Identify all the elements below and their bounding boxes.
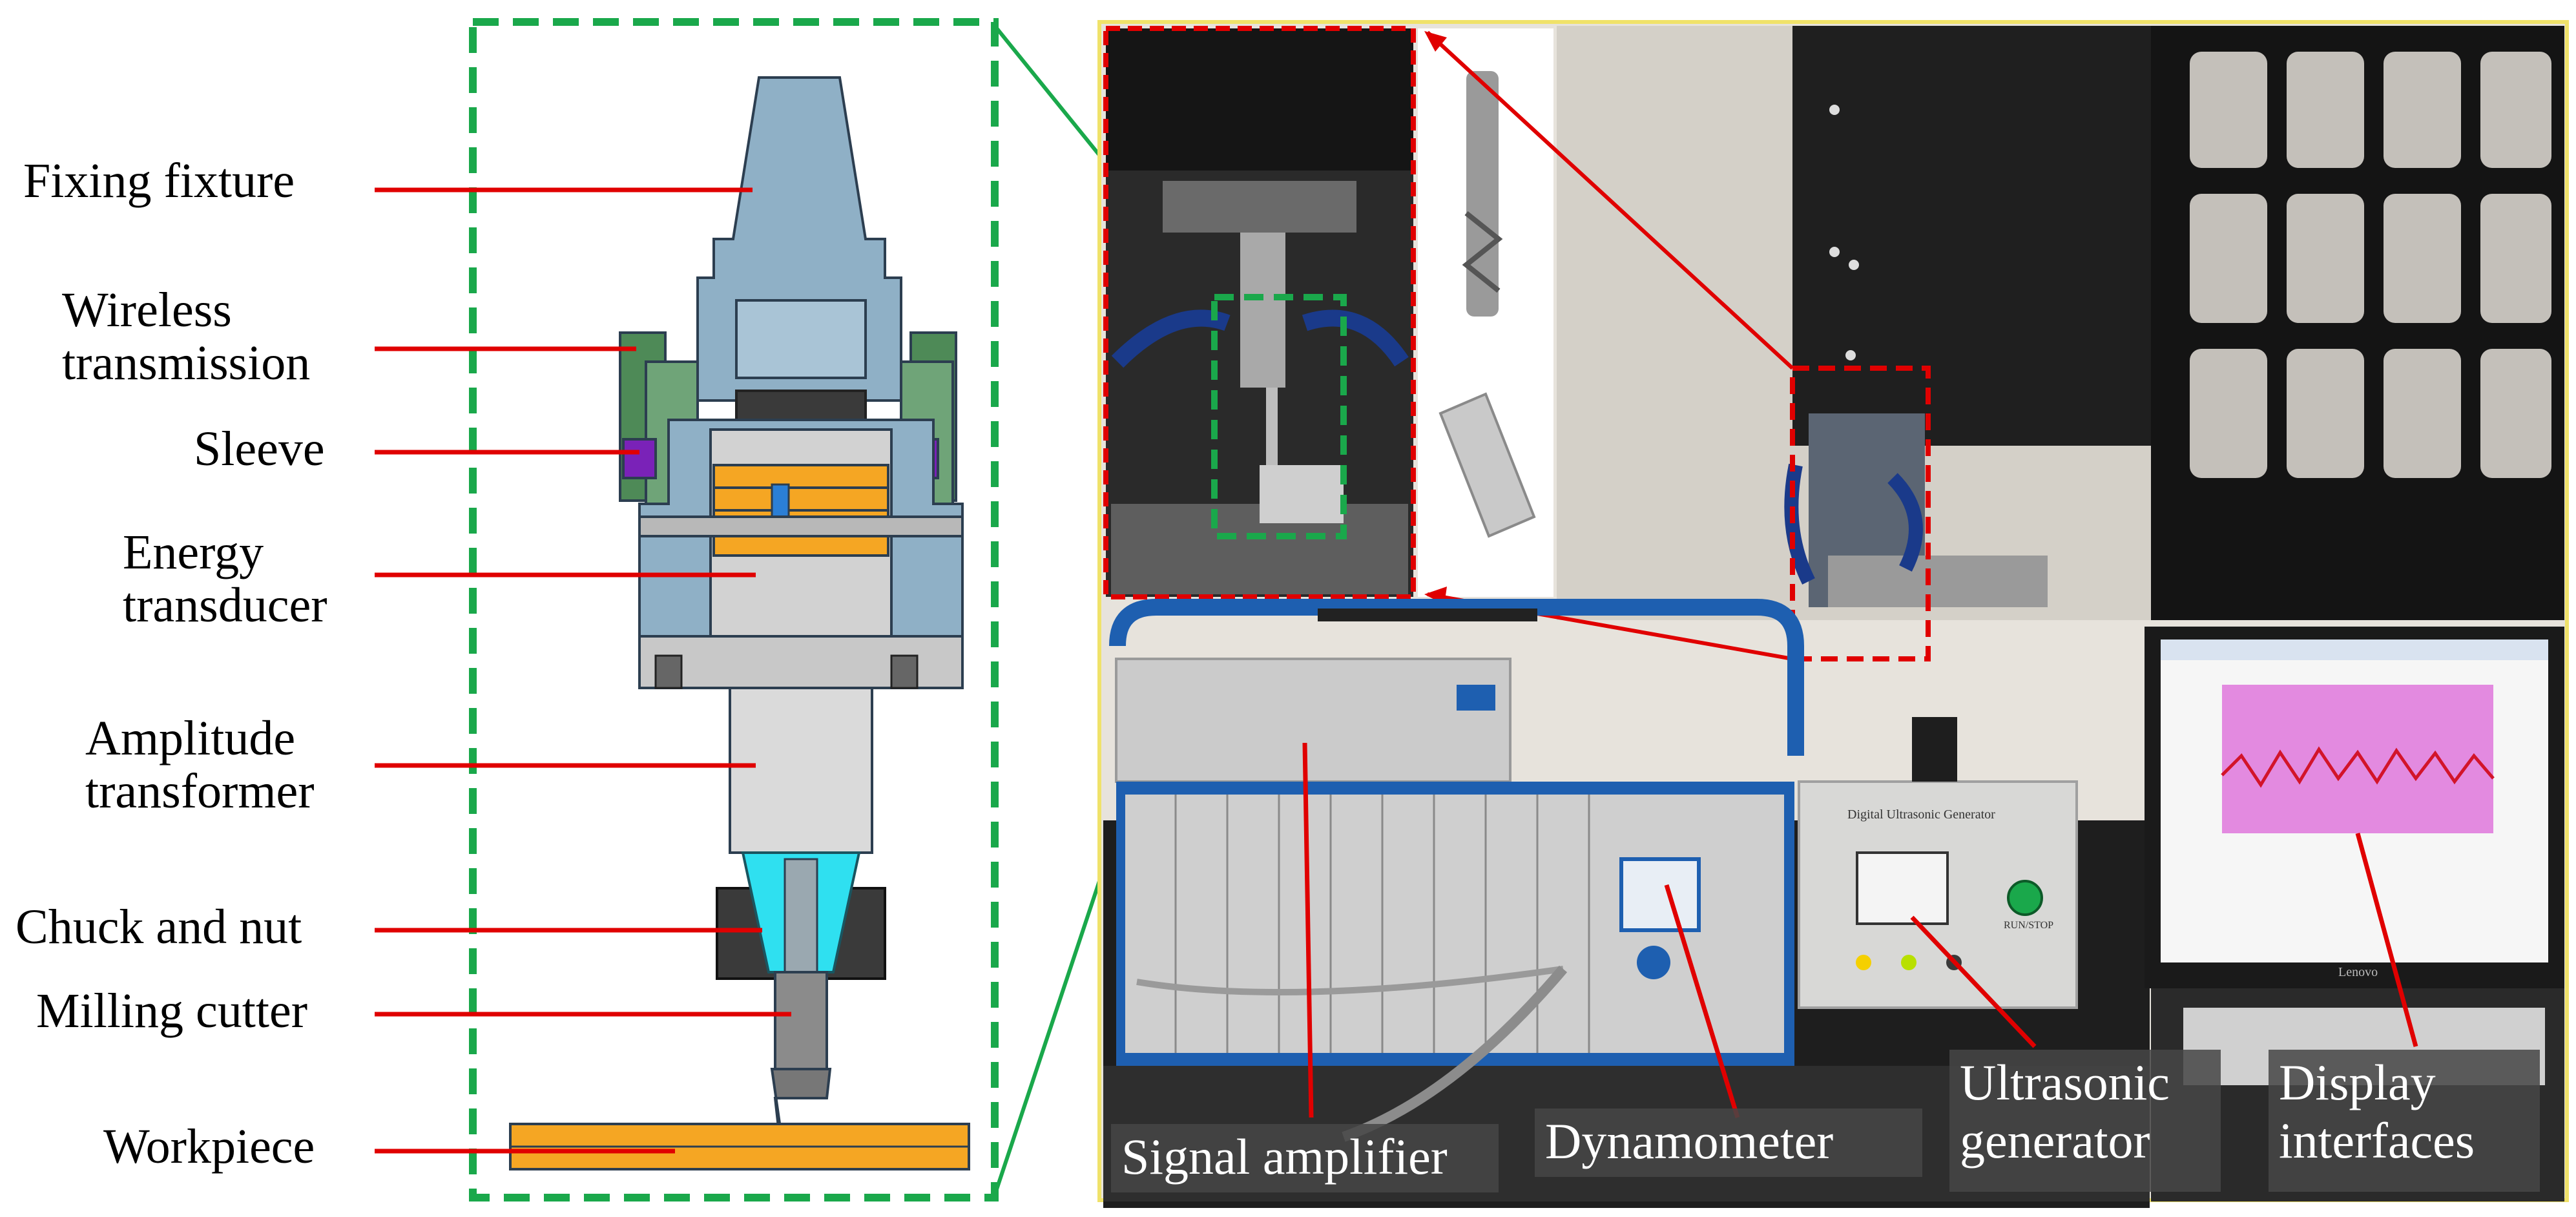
photo-callout-lines <box>1302 742 2418 1119</box>
schematic-frame <box>469 18 999 1201</box>
label-energy-transducer-line1: Energy <box>123 525 264 579</box>
generator-panel-text: Digital Ultrasonic Generator <box>1847 807 1995 822</box>
signal-amplifier-device <box>1115 658 1511 783</box>
label-amplitude-transformer-line2: transformer <box>85 764 315 818</box>
sleeve-block-left <box>622 438 657 479</box>
label-ultrasonic-generator: Ultrasonic generator <box>1949 1050 2221 1192</box>
machine-spindle-housing <box>1792 26 2154 446</box>
label-ultrasonic-generator-line2: generator <box>1960 1112 2150 1169</box>
label-display-interfaces-line2: interfaces <box>2279 1112 2475 1169</box>
label-ultrasonic-generator-line1: Ultrasonic <box>1960 1054 2170 1110</box>
transducer-flange <box>638 515 964 537</box>
milling-cutter-shank <box>774 971 828 1070</box>
label-display-interfaces: Display interfaces <box>2269 1050 2540 1192</box>
spindle-zoom-box <box>1790 366 1931 661</box>
label-dynamometer: Dynamometer <box>1535 1108 1922 1177</box>
force-signal-plot <box>2222 685 2493 833</box>
label-signal-amplifier: Signal amplifier <box>1111 1124 1499 1192</box>
inset-red-border <box>1103 26 1416 599</box>
run-stop-button <box>2007 880 2043 916</box>
label-fixing-fixture: Fixing fixture <box>23 154 295 208</box>
label-amplitude-transformer-line1: Amplitude <box>85 711 296 765</box>
inset-green-zoom-box <box>1211 294 1347 539</box>
label-chuck-and-nut: Chuck and nut <box>16 900 302 954</box>
label-wireless-transmission-line1: Wireless <box>62 283 232 337</box>
ultrasonic-tool-schematic <box>375 18 999 1201</box>
fixture-inner-block <box>735 299 867 379</box>
label-milling-cutter: Milling cutter <box>36 984 308 1038</box>
workpiece-block-image <box>1439 392 1536 538</box>
schematic-callout-lines <box>375 187 791 1154</box>
label-sleeve: Sleeve <box>194 422 325 476</box>
label-display-interfaces-line1: Display <box>2279 1054 2436 1110</box>
label-workpiece: Workpiece <box>103 1119 315 1174</box>
generator-screen <box>1856 851 1949 925</box>
amplitude-transformer-shape <box>729 687 873 854</box>
dynamometer-display <box>1619 857 1701 932</box>
experimental-setup-photo <box>1097 20 2569 1208</box>
run-stop-label: RUN/STOP <box>2004 920 2054 931</box>
label-energy-transducer-line2: transducer <box>123 578 327 632</box>
label-wireless-transmission-line2: transmission <box>62 336 311 390</box>
laptop-brand-text: Lenovo <box>2338 965 2378 979</box>
